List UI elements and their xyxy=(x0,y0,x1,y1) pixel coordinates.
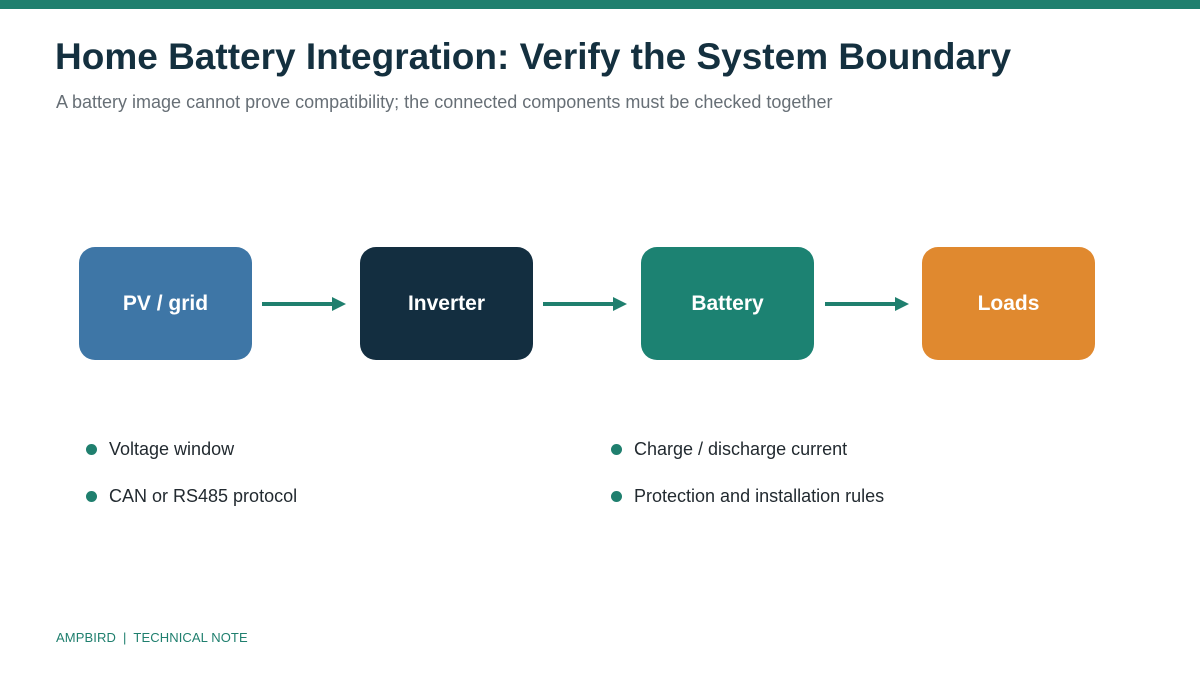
list-item: Voltage window xyxy=(86,439,234,460)
list-item-text: Voltage window xyxy=(109,439,235,459)
node-battery: Battery xyxy=(641,247,814,360)
node-label: Battery xyxy=(691,291,764,315)
page-title: Home Battery Integration: Verify the Sys… xyxy=(55,36,1012,77)
list-item-text: CAN or RS485 protocol xyxy=(109,486,298,506)
arrow-right-icon xyxy=(543,297,627,311)
list-item: Charge / discharge current xyxy=(611,439,847,460)
bullet-dot-icon xyxy=(86,444,97,455)
footer-label: TECHNICAL NOTE xyxy=(133,630,248,645)
top-accent-bar xyxy=(0,0,1200,9)
node-label: PV / grid xyxy=(122,291,209,315)
list-item: Protection and installation rules xyxy=(611,486,884,507)
node-label: Inverter xyxy=(407,291,486,315)
arrow-right-icon xyxy=(825,297,909,311)
bullet-dot-icon xyxy=(611,491,622,502)
bullet-dot-icon xyxy=(611,444,622,455)
bullet-dot-icon xyxy=(86,491,97,502)
node-label: Loads xyxy=(977,291,1040,315)
list-item-text: Charge / discharge current xyxy=(634,439,848,459)
node-loads: Loads xyxy=(922,247,1095,360)
node-inverter: Inverter xyxy=(360,247,533,360)
list-item: CAN or RS485 protocol xyxy=(86,486,297,507)
node-pv-grid: PV / grid xyxy=(79,247,252,360)
footer: AMPBIRD | TECHNICAL NOTE xyxy=(56,630,248,645)
page-subtitle: A battery image cannot prove compatibili… xyxy=(56,92,833,112)
arrow-right-icon xyxy=(262,297,346,311)
footer-separator: | xyxy=(122,630,127,645)
footer-brand: AMPBIRD xyxy=(56,630,116,645)
list-item-text: Protection and installation rules xyxy=(634,486,885,506)
